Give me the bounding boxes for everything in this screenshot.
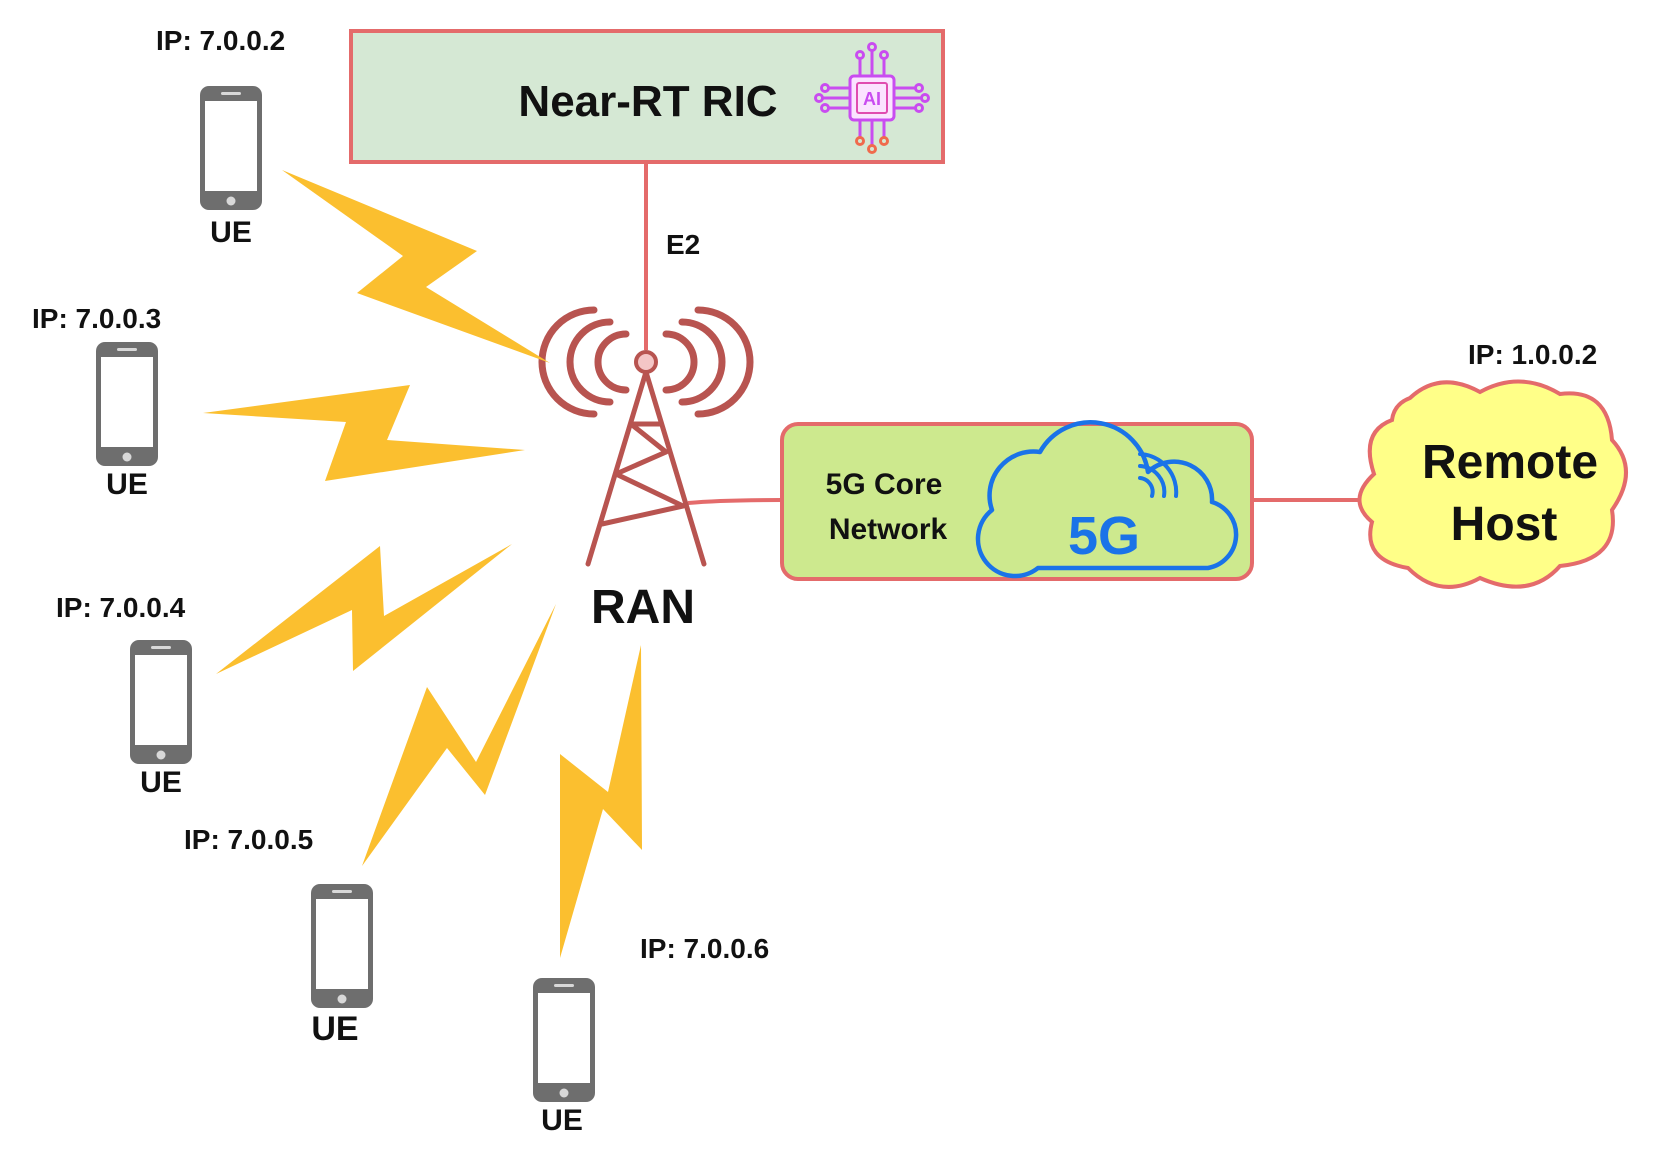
ai-chip-icon: AI (814, 42, 930, 154)
ue-device: IP: 7.0.0.6UE (533, 933, 769, 1137)
5g-cloud-icon: 5G (975, 420, 1239, 579)
smartphone-icon (96, 342, 158, 466)
core-line2: Network (829, 513, 948, 546)
smartphone-icon (200, 86, 262, 210)
remote-line2: Host (1451, 498, 1558, 551)
ue-ip-label: IP: 7.0.0.5 (184, 824, 313, 855)
ue-device: IP: 7.0.0.3UE (32, 303, 161, 501)
ran-tower-icon (538, 306, 754, 567)
cloud-5g-text: 5G (1068, 506, 1140, 566)
ue-device: IP: 7.0.0.2UE (156, 25, 285, 249)
ue-label: UE (541, 1104, 583, 1137)
near-rt-ric-box: Near-RT RIC AI (349, 29, 945, 164)
bolt-ue3 (216, 544, 512, 674)
ran-label: RAN (591, 581, 695, 634)
antenna-node (634, 350, 658, 374)
ue-ip-label: IP: 7.0.0.6 (640, 933, 769, 964)
ran-core-link (687, 498, 783, 505)
ue-device: IP: 7.0.0.4UE (56, 592, 192, 799)
ue-ip-label: IP: 7.0.0.3 (32, 303, 161, 334)
bolt-ue5 (560, 645, 642, 958)
ai-chip-text: AI (863, 89, 881, 109)
bolt-ue2 (203, 385, 525, 481)
ue-label: UE (311, 1010, 358, 1048)
bolt-ue4 (362, 604, 556, 866)
5g-core-box: 5G Core Network 5G (780, 420, 1254, 581)
bolt-ue1 (282, 170, 550, 363)
ric-title: Near-RT RIC (518, 77, 777, 126)
ue-label: UE (106, 468, 148, 501)
wireless-links (203, 170, 642, 958)
ue-label: UE (210, 216, 252, 249)
smartphone-icon (533, 978, 595, 1102)
ue-ip-label: IP: 7.0.0.4 (56, 592, 186, 623)
remote-host-cloud: Remote Host (1357, 379, 1628, 589)
core-line1: 5G Core (826, 468, 943, 501)
ue-ip-label: IP: 7.0.0.2 (156, 25, 285, 56)
smartphone-icon (130, 640, 192, 764)
e2-label: E2 (666, 229, 700, 260)
ue-label: UE (140, 766, 182, 799)
remote-line1: Remote (1422, 436, 1598, 489)
ue-device: IP: 7.0.0.5UE (184, 824, 373, 1048)
smartphone-icon (311, 884, 373, 1008)
remote-ip: IP: 1.0.0.2 (1468, 339, 1597, 370)
